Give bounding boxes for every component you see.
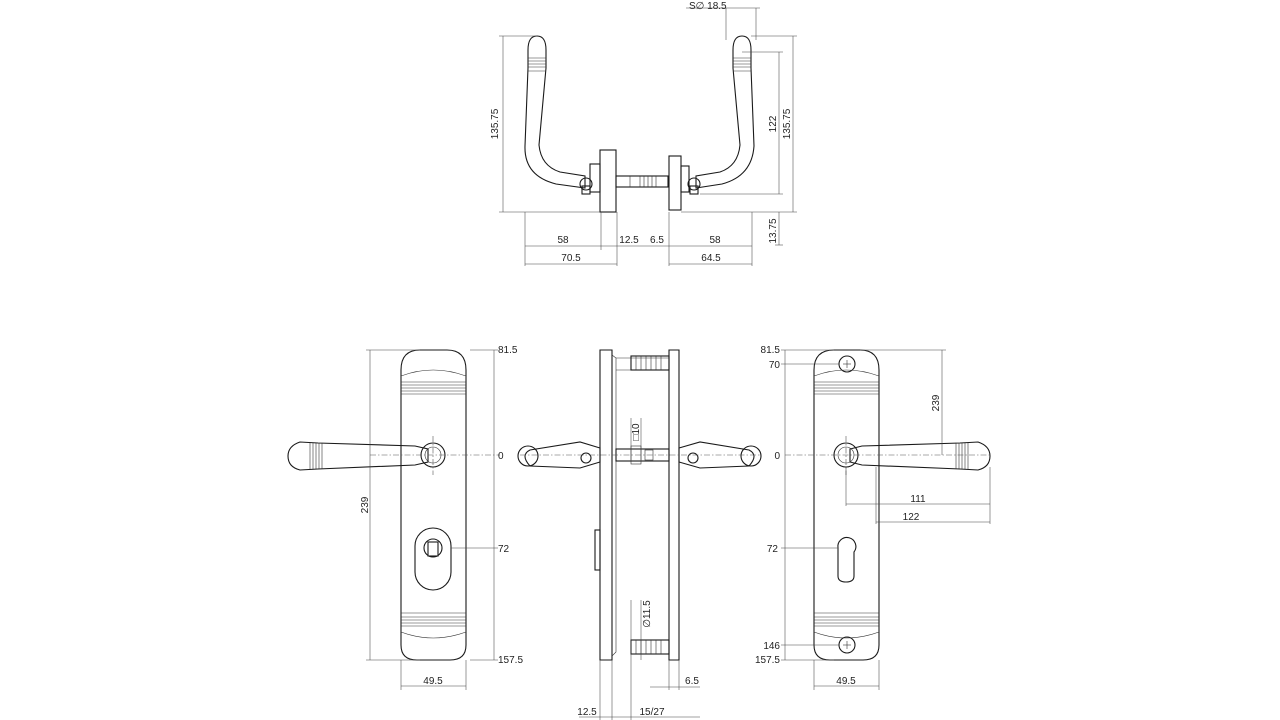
top-dimensions [499,7,797,266]
top-right-rose [680,165,690,193]
back-reach-2-label: 122 [903,512,920,523]
top-view: S∅ 18.5 135.75 122 135.75 13.75 58 12.5 … [490,1,797,266]
front-height-label: 239 [360,496,371,513]
back-lever [833,441,991,471]
back-dimensions [781,349,991,690]
top-l70-5-label: 70.5 [561,253,581,264]
front-top-label: 81.5 [498,345,518,356]
back-plate [813,349,880,661]
back-bottom-label: 157.5 [755,655,780,666]
front-view: 81.5 0 239 72 157.5 49.5 [287,345,523,690]
top-left-rose [589,163,601,193]
top-height-left-label: 135.75 [490,108,501,139]
back-cyl-label: 72 [767,544,779,555]
back-top-screw [838,355,856,373]
front-lever [287,441,446,471]
top-height-right-2-label: 135.75 [782,108,793,139]
back-view: 81.5 70 0 239 111 122 72 146 157.5 49.5 [755,345,991,690]
front-cylinder-hole [414,527,452,591]
top-base-offset-label: 13.75 [768,218,779,243]
top-spindle [615,175,669,188]
top-r58-label: 58 [709,235,721,246]
top-r6-5-label: 6.5 [650,235,664,246]
top-l58-label: 58 [557,235,569,246]
front-width-label: 49.5 [423,676,443,687]
top-l12-5-label: 12.5 [619,235,639,246]
front-zero-label: 0 [498,451,504,462]
back-height-label: 239 [931,394,942,411]
back-bottom-screw [838,636,856,654]
side-left-lever [517,441,601,469]
side-right-label: 6.5 [685,676,699,687]
side-left-plate [599,349,613,661]
side-spindle-dia-label: ∅11.5 [642,600,653,628]
back-screw-bottom-label: 146 [763,641,780,652]
back-top-label: 81.5 [761,345,781,356]
front-dimensions [366,349,498,690]
side-square-label: □10 [631,423,642,441]
side-view: □10 ∅11.5 6.5 12.5 15/27 [517,349,762,720]
back-zero-label: 0 [774,451,780,462]
top-left-lever [524,35,593,195]
top-r64-5-label: 64.5 [701,253,721,264]
side-left-label: 12.5 [577,707,597,718]
front-plate [400,349,467,661]
top-sphere-dia-label: S∅ 18.5 [689,1,727,12]
side-thickness-label: 15/27 [639,707,664,718]
back-screw-top-label: 70 [769,360,781,371]
back-cylinder-hole [837,537,857,583]
side-dimensions [579,418,700,720]
front-cyl-label: 72 [498,544,510,555]
back-reach-1-label: 111 [910,494,926,505]
top-right-lever [687,35,755,195]
top-height-right-1-label: 122 [768,115,779,132]
top-right-plate [668,155,682,211]
back-width-label: 49.5 [836,676,856,687]
top-left-plate [599,149,617,213]
front-bottom-label: 157.5 [498,655,523,666]
side-right-plate [668,349,680,661]
